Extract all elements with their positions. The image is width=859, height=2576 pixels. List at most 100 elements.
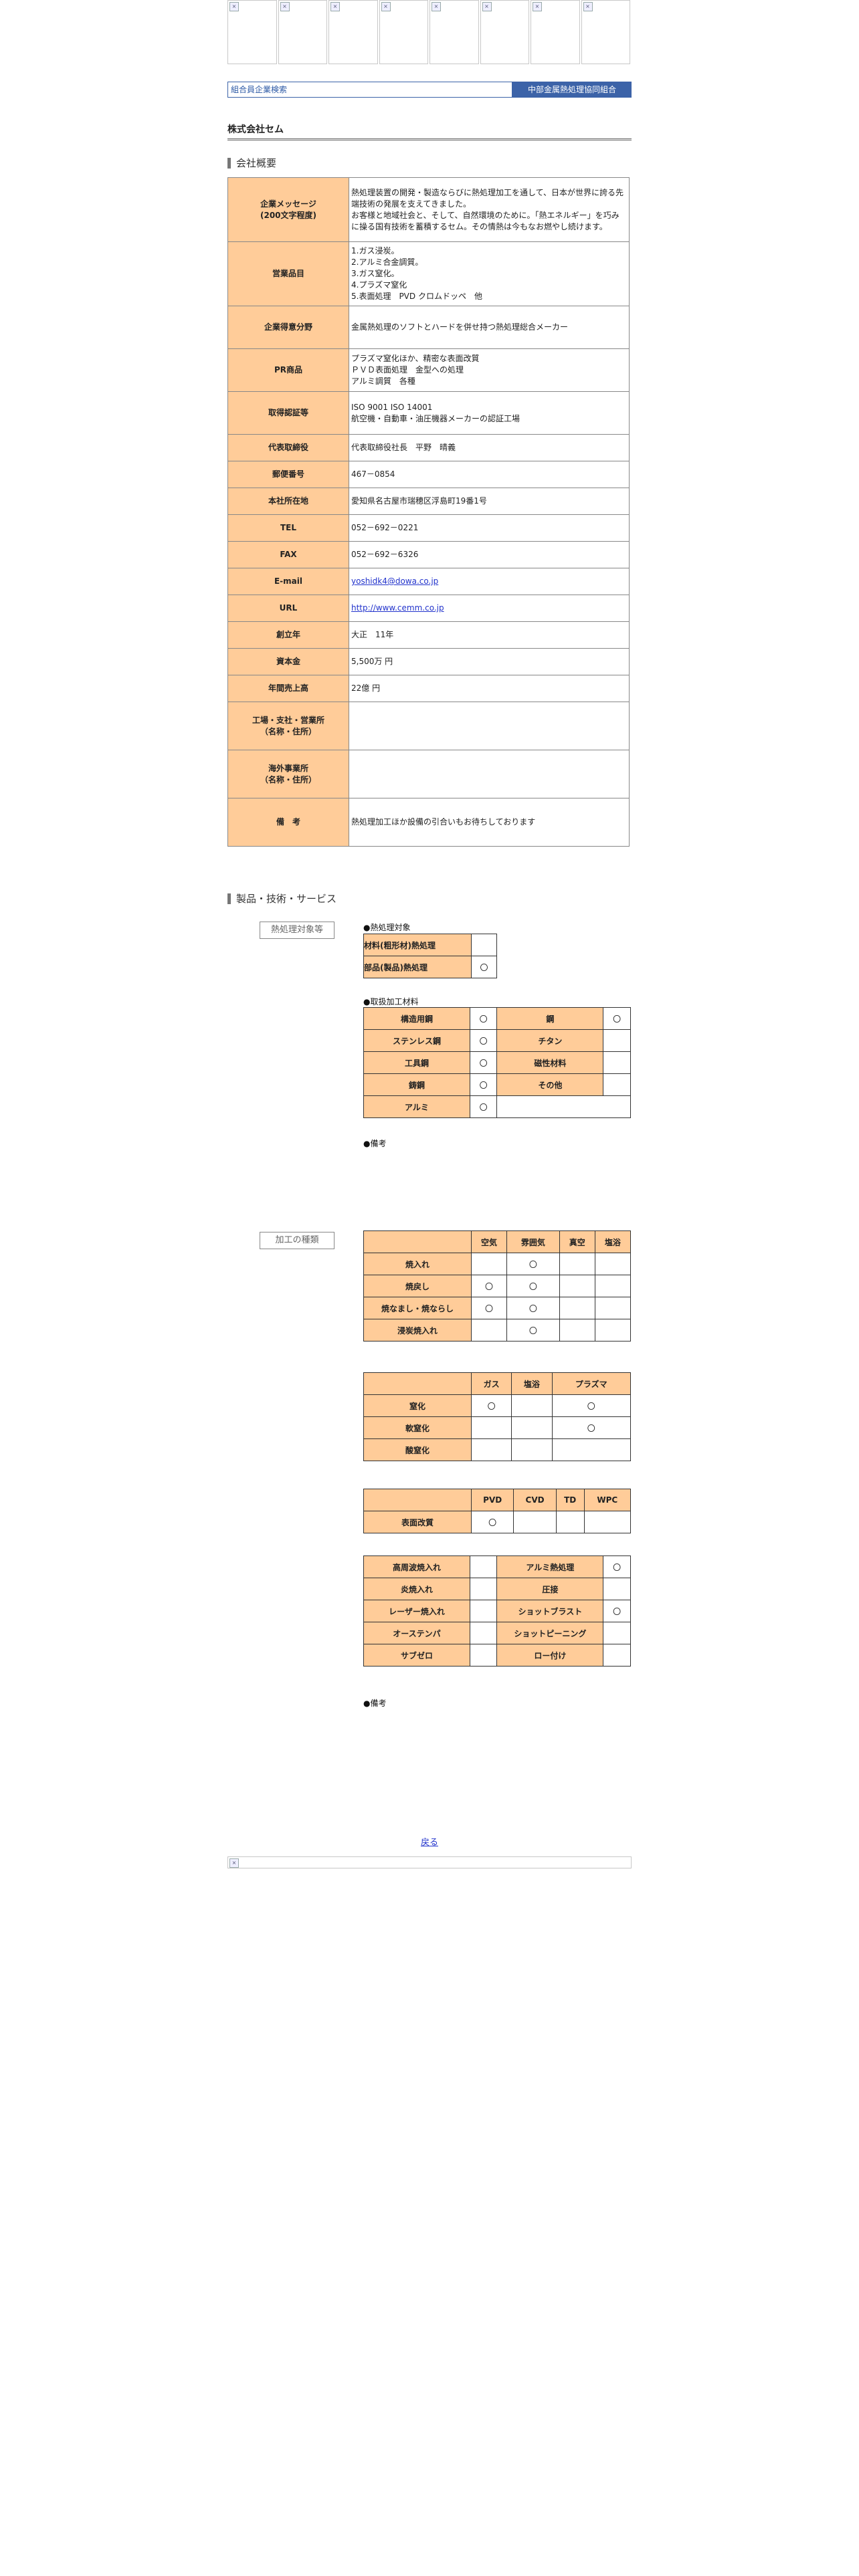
process-label: ショットピーニング [496,1622,604,1644]
row-mark: 〇 [506,1253,560,1275]
process-label: オーステンパ [363,1622,470,1644]
overview-value: 愛知県名古屋市瑞穂区浮島町19番1号 [349,488,630,515]
target-table: 材料(粗形材)熱処理部品(製品)熱処理〇 [363,934,497,978]
overview-value: 熱処理装置の開発・製造ならびに熱処理加工を通して、日本が世界に誇る先端技術の発展… [349,177,630,242]
nav-image-4[interactable]: × [379,0,428,64]
target-label: 材料(粗形材)熱処理 [363,934,472,956]
overview-label: 本社所在地 [227,488,349,515]
process-row: レーザー焼入れショットブラスト〇 [363,1600,631,1622]
broken-image-icon: × [280,2,290,11]
table-header-cell: 空気 [470,1230,508,1253]
nav-image-2[interactable]: × [278,0,327,64]
target-mark [471,934,497,956]
process-label: ショットブラスト [496,1600,604,1622]
overview-value: ISO 9001 ISO 14001 航空機・自動車・油圧機器メーカーの認証工場 [349,391,630,435]
note-remarks-1: ●備考 [363,1139,387,1148]
overview-label: 企業メッセージ (200文字程度) [227,177,349,242]
table-header-row: 空気雰囲気真空塩浴 [363,1230,632,1253]
material-label: 構造用鋼 [363,1007,470,1030]
table-header-cell: 真空 [559,1230,595,1253]
table-header-cell [363,1230,472,1253]
overview-value: 金属熱処理のソフトとハードを併せ持つ熱処理総合メーカー [349,306,630,349]
material-mark: 〇 [469,1073,498,1096]
overview-row: 創立年大正 11年 [227,621,630,649]
table-row: 窒化〇〇 [363,1394,631,1417]
material-row: 工具鋼〇磁性材料 [363,1051,631,1074]
target-mark: 〇 [471,956,497,978]
material-mark: 〇 [469,1029,498,1052]
row-mark [594,1275,632,1297]
nav-image-3[interactable]: × [328,0,378,64]
material-mark: 〇 [469,1051,498,1074]
broken-image-icon: × [432,2,441,11]
overview-value: 大正 11年 [349,621,630,649]
overview-row: PR商品プラズマ窒化ほか、精密な表面改質 ＰＶＤ表面処理 金型への処理 アルミ調… [227,348,630,392]
nav-image-8[interactable]: × [581,0,630,64]
table-header-cell: CVD [513,1489,557,1511]
row-label: 焼戻し [363,1275,472,1297]
row-label: 表面改質 [363,1511,472,1533]
overview-value: 052－692－6326 [349,541,630,568]
association-name-banner[interactable]: 中部金属熱処理協同組合 [512,82,632,98]
row-label: 軟窒化 [363,1416,472,1439]
row-mark [511,1416,553,1439]
section-overview-heading: 会社概要 [227,158,276,169]
table-header-cell [363,1489,472,1511]
row-mark [559,1275,595,1297]
process-label: 炎焼入れ [363,1578,470,1600]
nav-image-5[interactable]: × [430,0,479,64]
nav-image-1[interactable]: × [227,0,277,64]
overview-label: URL [227,595,349,622]
overview-link[interactable]: yoshidk4@dowa.co.jp [351,576,439,586]
material-row: アルミ〇 [363,1095,631,1118]
material-label: 工具鋼 [363,1051,470,1074]
row-label: 窒化 [363,1394,472,1417]
overview-row: 企業得意分野金属熱処理のソフトとハードを併せ持つ熱処理総合メーカー [227,306,630,349]
row-mark: 〇 [470,1275,508,1297]
overview-label: 資本金 [227,648,349,675]
material-mark: 〇 [603,1007,631,1030]
table-header-row: ガス塩浴プラズマ [363,1372,631,1395]
process-mark [603,1622,631,1644]
company-name: 株式会社セム [227,122,632,140]
table-header-cell: 雰囲気 [506,1230,560,1253]
overview-label: 創立年 [227,621,349,649]
overview-link[interactable]: http://www.cemm.co.jp [351,603,444,613]
table-row: 焼入れ 〇 [363,1253,632,1275]
overview-value: 代表取締役社長 平野 晴義 [349,434,630,461]
material-mark: 〇 [469,1095,498,1118]
row-mark: 〇 [551,1394,631,1417]
process-label: サブゼロ [363,1644,470,1667]
table-header-cell: 塩浴 [511,1372,553,1395]
row-label: 焼入れ [363,1253,472,1275]
row-mark [511,1394,553,1417]
row-mark [559,1319,595,1341]
back-link[interactable]: 戻る [420,1838,438,1848]
material-mark [603,1051,631,1074]
overview-value: プラズマ窒化ほか、精密な表面改質 ＰＶＤ表面処理 金型への処理 アルミ調質 各種 [349,348,630,392]
overview-value: http://www.cemm.co.jp [349,595,630,622]
overview-label: TEL [227,514,349,542]
search-bar: 組合員企業検索 中部金属熱処理協同組合 [227,82,632,98]
table-header-cell: ガス [470,1372,512,1395]
overview-row: 本社所在地愛知県名古屋市瑞穂区浮島町19番1号 [227,488,630,515]
member-search-link[interactable]: 組合員企業検索 [227,82,512,98]
nav-image-6[interactable]: × [480,0,529,64]
table-row: 浸炭焼入れ〇 [363,1319,632,1341]
note-target: ●熱処理対象 [363,923,411,932]
back-link-container: 戻る [227,1835,632,1848]
broken-image-icon: × [533,2,542,11]
row-label: 酸窒化 [363,1438,472,1461]
process-table-1: 空気雰囲気真空塩浴焼入れ〇焼戻し〇〇焼なまし・焼ならし〇〇浸炭焼入れ〇 [363,1230,632,1341]
process-mark [469,1600,498,1622]
nav-image-7[interactable]: × [531,0,580,64]
overview-label: 企業得意分野 [227,306,349,349]
table-row: 焼戻し〇〇 [363,1275,632,1297]
row-mark: 〇 [506,1297,560,1319]
overview-value: 熱処理加工ほか設備の引合いもお待ちしております [349,798,630,847]
material-mark [603,1073,631,1096]
